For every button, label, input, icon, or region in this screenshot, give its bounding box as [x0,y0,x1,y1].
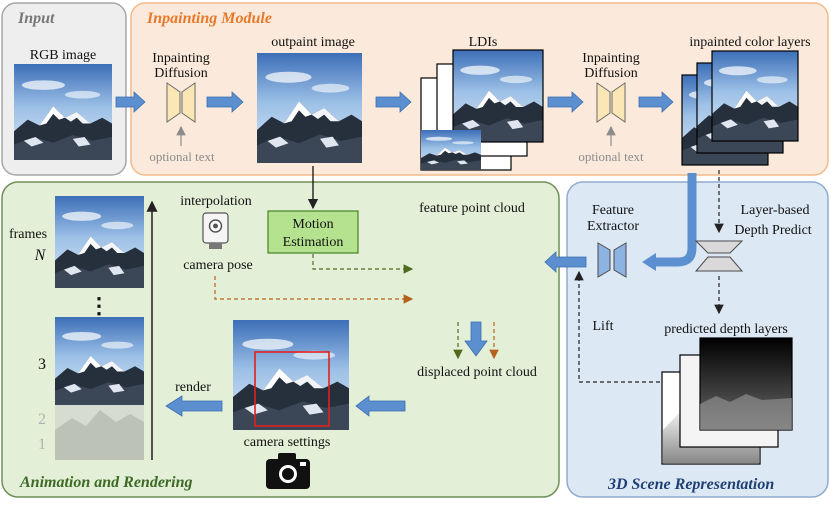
frames-ellipsis: ⋮ [88,293,110,318]
frame-3-label: 3 [38,356,46,373]
camera-pose-label: camera pose [183,258,253,273]
camera-icon [266,453,310,489]
frames-label: frames [9,227,47,242]
arrow-layers-to-extractor [654,173,697,267]
feature-cloud-label: feature point cloud [419,201,525,216]
arrow-displaced-to-render [355,395,406,417]
ldis-label: LDIs [469,35,498,50]
depth-predictor-icon [694,240,744,272]
arrow-extractor-to-cloud [544,251,587,273]
outpaint-image [257,53,362,163]
frame-2-label: 2 [38,411,46,428]
frame-1-2-ghost [55,405,144,460]
dashed-camera-to-cloud [214,276,414,304]
interpolation-label: interpolation [180,194,252,209]
lift-label: Lift [593,319,614,334]
diffusion-right-icon [596,82,626,123]
optional-text-right: optional text [578,149,644,164]
camera-settings-label: camera settings [244,435,331,450]
optional-text-left: optional text [149,149,215,164]
arrow-input-to-diffusion [115,91,146,113]
diffusion-left-icon [166,82,196,123]
motion-estimation-line1: Motion [292,217,333,232]
frame-n-label: N [34,247,47,264]
input-panel-title: Input [17,10,55,27]
scene-panel-title: 3D Scene Representation [607,476,774,493]
depth-predict-line1: Layer-based [741,203,810,218]
arrow-layers-to-extractor-head [642,253,656,271]
outpaint-image-label: outpaint image [271,35,355,50]
arrow-ldis-to-diffusion [547,91,584,113]
arrow-cloud-to-displaced [464,321,488,357]
arrow-diffusion-to-outpaint [206,91,244,113]
animation-panel-title: Animation and Rendering [19,474,193,491]
camera-pose-icon [202,212,229,249]
rgb-image-label: RGB image [30,48,97,63]
frame-3-image [55,317,144,405]
motion-estimation-line2: Estimation [283,235,344,250]
diffusion-right-line1: Inpainting [582,51,640,66]
feature-extractor-icon [597,242,627,278]
camera-frame-box [254,351,330,427]
frame-1-label: 1 [38,436,46,453]
depth-predict-line2: Depth Predict [734,223,811,238]
diffusion-left-line1: Inpainting [152,51,210,66]
arrow-outpaint-to-ldis [375,91,412,113]
frame-n-image [55,196,144,288]
extractor-line2: Extractor [587,219,639,234]
motion-estimation-box: Motion Estimation [267,210,359,254]
arrow-render-to-frames [165,395,223,417]
render-label: render [175,380,211,395]
diffusion-right-line2: Diffusion [584,66,637,81]
depth-layers-stack [661,337,793,465]
ldis-stack [420,49,544,171]
depth-layers-label: predicted depth layers [664,322,788,337]
displaced-cloud-label: displaced point cloud [417,365,537,380]
inpainting-panel-title: Inpainting Module [146,10,272,27]
inpainted-layers-stack [681,50,799,166]
extractor-line1: Feature [592,203,634,218]
dashed-lift-arrow [574,270,660,383]
diffusion-left-line2: Diffusion [154,66,207,81]
camera-settings-view [233,320,349,430]
arrow-diffusion-to-layers [638,91,674,113]
inpainted-layers-label: inpainted color layers [689,35,810,50]
dashed-motion-to-cloud [312,254,414,274]
rgb-image [14,64,112,160]
